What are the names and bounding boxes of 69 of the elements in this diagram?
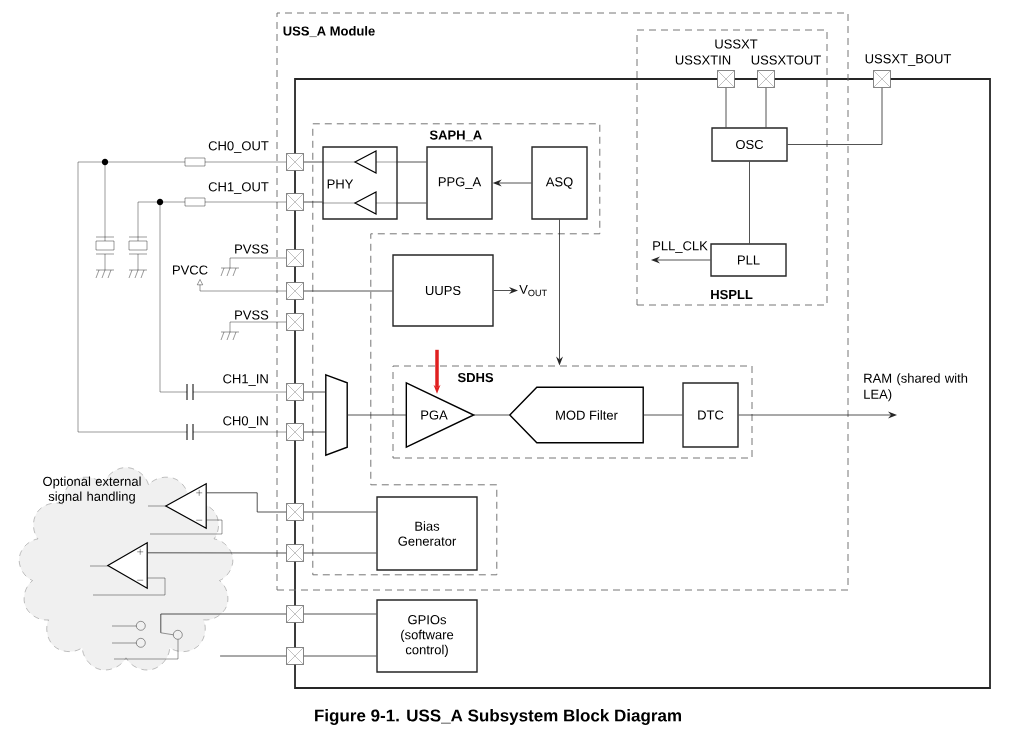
pin-symbol	[285, 281, 305, 301]
connector-line	[346, 414, 407, 416]
block-box: PLL	[710, 243, 787, 277]
caption: Figure 9-1. USS_A Subsystem Block Diagram	[315, 709, 681, 725]
pin-label: CH0_OUT	[208, 141, 269, 153]
connector-line	[303, 552, 377, 554]
pin-label: PVSS	[235, 244, 269, 254]
pin-symbol	[756, 69, 776, 89]
connector-line	[303, 655, 377, 657]
connector-line	[205, 492, 287, 513]
arrow	[492, 179, 532, 187]
pin-symbol	[285, 422, 305, 442]
connector-line	[787, 87, 883, 145]
arrow	[493, 287, 518, 294]
chip-outline	[294, 78, 991, 689]
connector-line	[303, 511, 377, 513]
arrow	[556, 219, 563, 366]
connector-line	[303, 161, 323, 163]
connector-line	[642, 414, 683, 416]
signal-handling-cloud: Optional external signal handling	[18, 467, 234, 671]
connector-line	[473, 414, 511, 416]
block-box: PPG_A	[426, 146, 493, 220]
pin-label: USSXTOUT	[751, 55, 821, 65]
connector-line	[303, 431, 327, 433]
pin-symbol	[285, 502, 305, 522]
pin-label: USSXT_BOUT	[865, 54, 952, 66]
pin-symbol	[285, 248, 305, 268]
pin-symbol	[716, 69, 736, 89]
pin-symbol	[872, 69, 892, 89]
connector-line	[397, 202, 427, 204]
signal-label: PLL_CLK	[653, 241, 708, 253]
block-box: Bias Generator	[376, 496, 478, 571]
block-box: UUPS	[392, 254, 494, 327]
pin-symbol	[285, 312, 305, 332]
connector-line	[219, 655, 287, 657]
pin-label: USSXTIN	[675, 55, 731, 65]
pointer-arrow	[433, 349, 441, 394]
connector-line	[146, 552, 287, 554]
pin-symbol	[285, 543, 305, 563]
pin-symbol	[285, 192, 305, 212]
pin-symbol	[285, 604, 305, 624]
arrow	[738, 411, 897, 419]
connector-line	[303, 290, 393, 292]
pin-label: CH1_OUT	[208, 182, 269, 194]
block-box: GPIOs (software control)	[376, 599, 478, 673]
pin-label: PVSS	[235, 310, 269, 320]
driver-block: PHY	[322, 146, 398, 220]
pin-label: CH1_IN	[223, 374, 268, 386]
pin-symbol	[285, 382, 305, 402]
connector-line	[303, 201, 323, 203]
connector-line	[749, 161, 750, 244]
pin-label: PVCC	[173, 265, 208, 275]
signal-label: V$_{OUT}$	[519, 284, 547, 297]
arrow	[651, 256, 711, 264]
pin-label: CH0_IN	[223, 416, 268, 428]
pin-symbol	[285, 646, 305, 666]
connector-line	[725, 87, 727, 128]
switch-symbol	[136, 621, 183, 648]
connector-line	[160, 613, 287, 634]
block-box: DTC	[682, 382, 739, 448]
connector-line	[765, 87, 767, 128]
block-box: OSC	[711, 127, 788, 162]
block-box: ASQ	[531, 146, 588, 220]
connector-line	[303, 613, 377, 615]
connector-line	[397, 161, 427, 163]
connector-line	[303, 391, 327, 393]
pin-symbol	[285, 152, 305, 172]
signal-label: RAM (shared with LEA)	[864, 373, 968, 402]
pin-label: USSXT	[715, 39, 758, 49]
